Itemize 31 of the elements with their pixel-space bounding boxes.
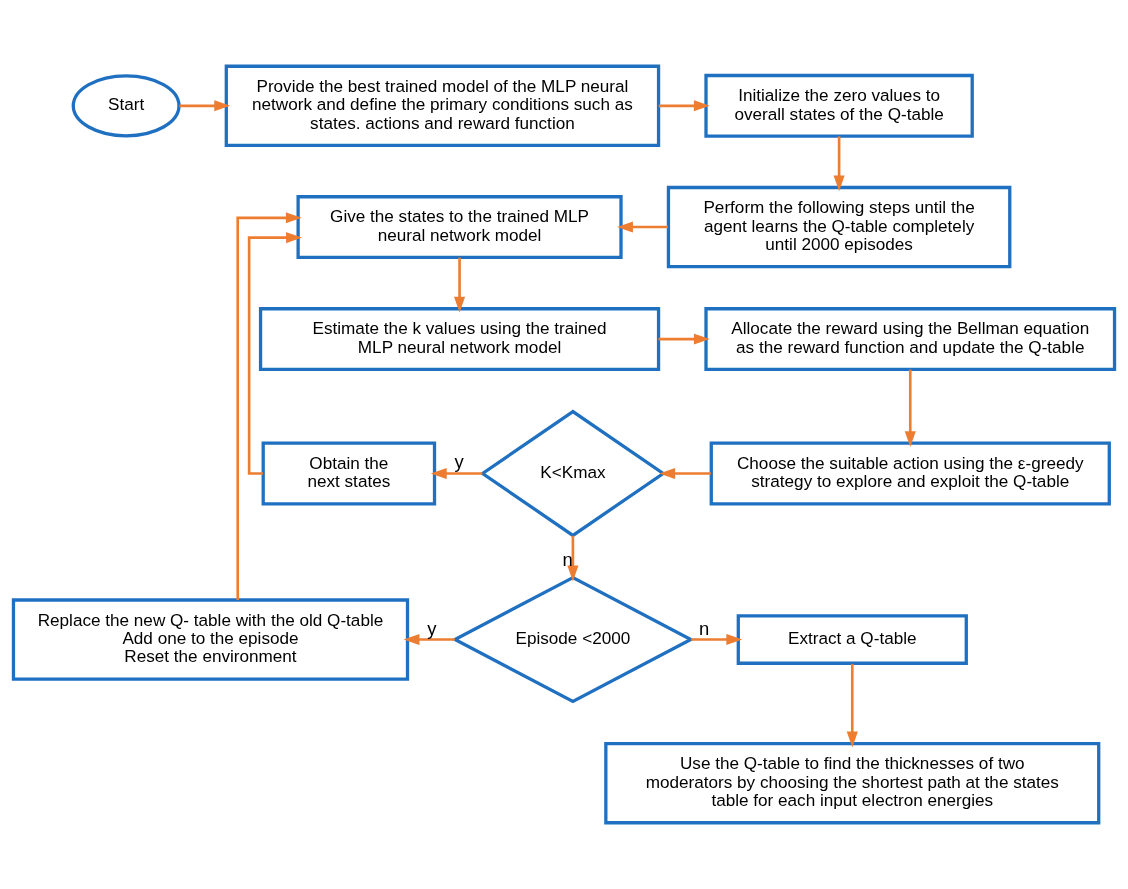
arrow (403, 634, 455, 646)
node-box: Initialize the zero values to overall states of the Q-table (704, 73, 974, 138)
node-box: Obtain the next states (261, 441, 437, 506)
node-box: Estimate the k values using the trained MLP neural network model (258, 307, 661, 372)
arrow (659, 467, 711, 480)
arrow (833, 136, 845, 192)
edge-label: y (454, 451, 464, 473)
arrow (567, 535, 579, 582)
node-box: Replace the new Q- table with the old Q-table Add one to the episode Reset the environment (11, 598, 410, 681)
arrow (846, 663, 858, 748)
node-ellipse: Start (71, 74, 181, 138)
arrow (179, 100, 231, 112)
arrow (247, 232, 302, 475)
arrow (617, 221, 668, 233)
edge-label: n (562, 549, 573, 571)
node-box: Allocate the reward using the Bellman equation as the reward function and update the Q-table (704, 307, 1117, 372)
edge-label: n (698, 617, 710, 639)
node-box: Use the Q-table to find the thicknesses of two moderators by choosing the shortest path at the states table for each input electron energies (604, 742, 1101, 825)
node-box: Choose the suitable action using the ε-greedy strategy to explore and exploit the Q-table (709, 441, 1111, 506)
arrow (454, 257, 466, 313)
node-box: Provide the best trained model of the MLP neural network and define the primary conditions such as states. actions and reward function (224, 64, 661, 147)
node-box: Give the states to the trained MLP neural network model (296, 195, 623, 259)
arrow (904, 369, 916, 448)
node-box: Perform the following steps until the agent learns the Q-table completely until 2000 episodes (666, 185, 1012, 269)
edge-label: y (427, 617, 437, 639)
arrow (691, 634, 743, 646)
arrow (236, 212, 302, 600)
arrow (658, 100, 710, 112)
arrow (430, 467, 483, 480)
node-box: Extract a Q-table (736, 614, 968, 665)
arrow (658, 333, 710, 345)
